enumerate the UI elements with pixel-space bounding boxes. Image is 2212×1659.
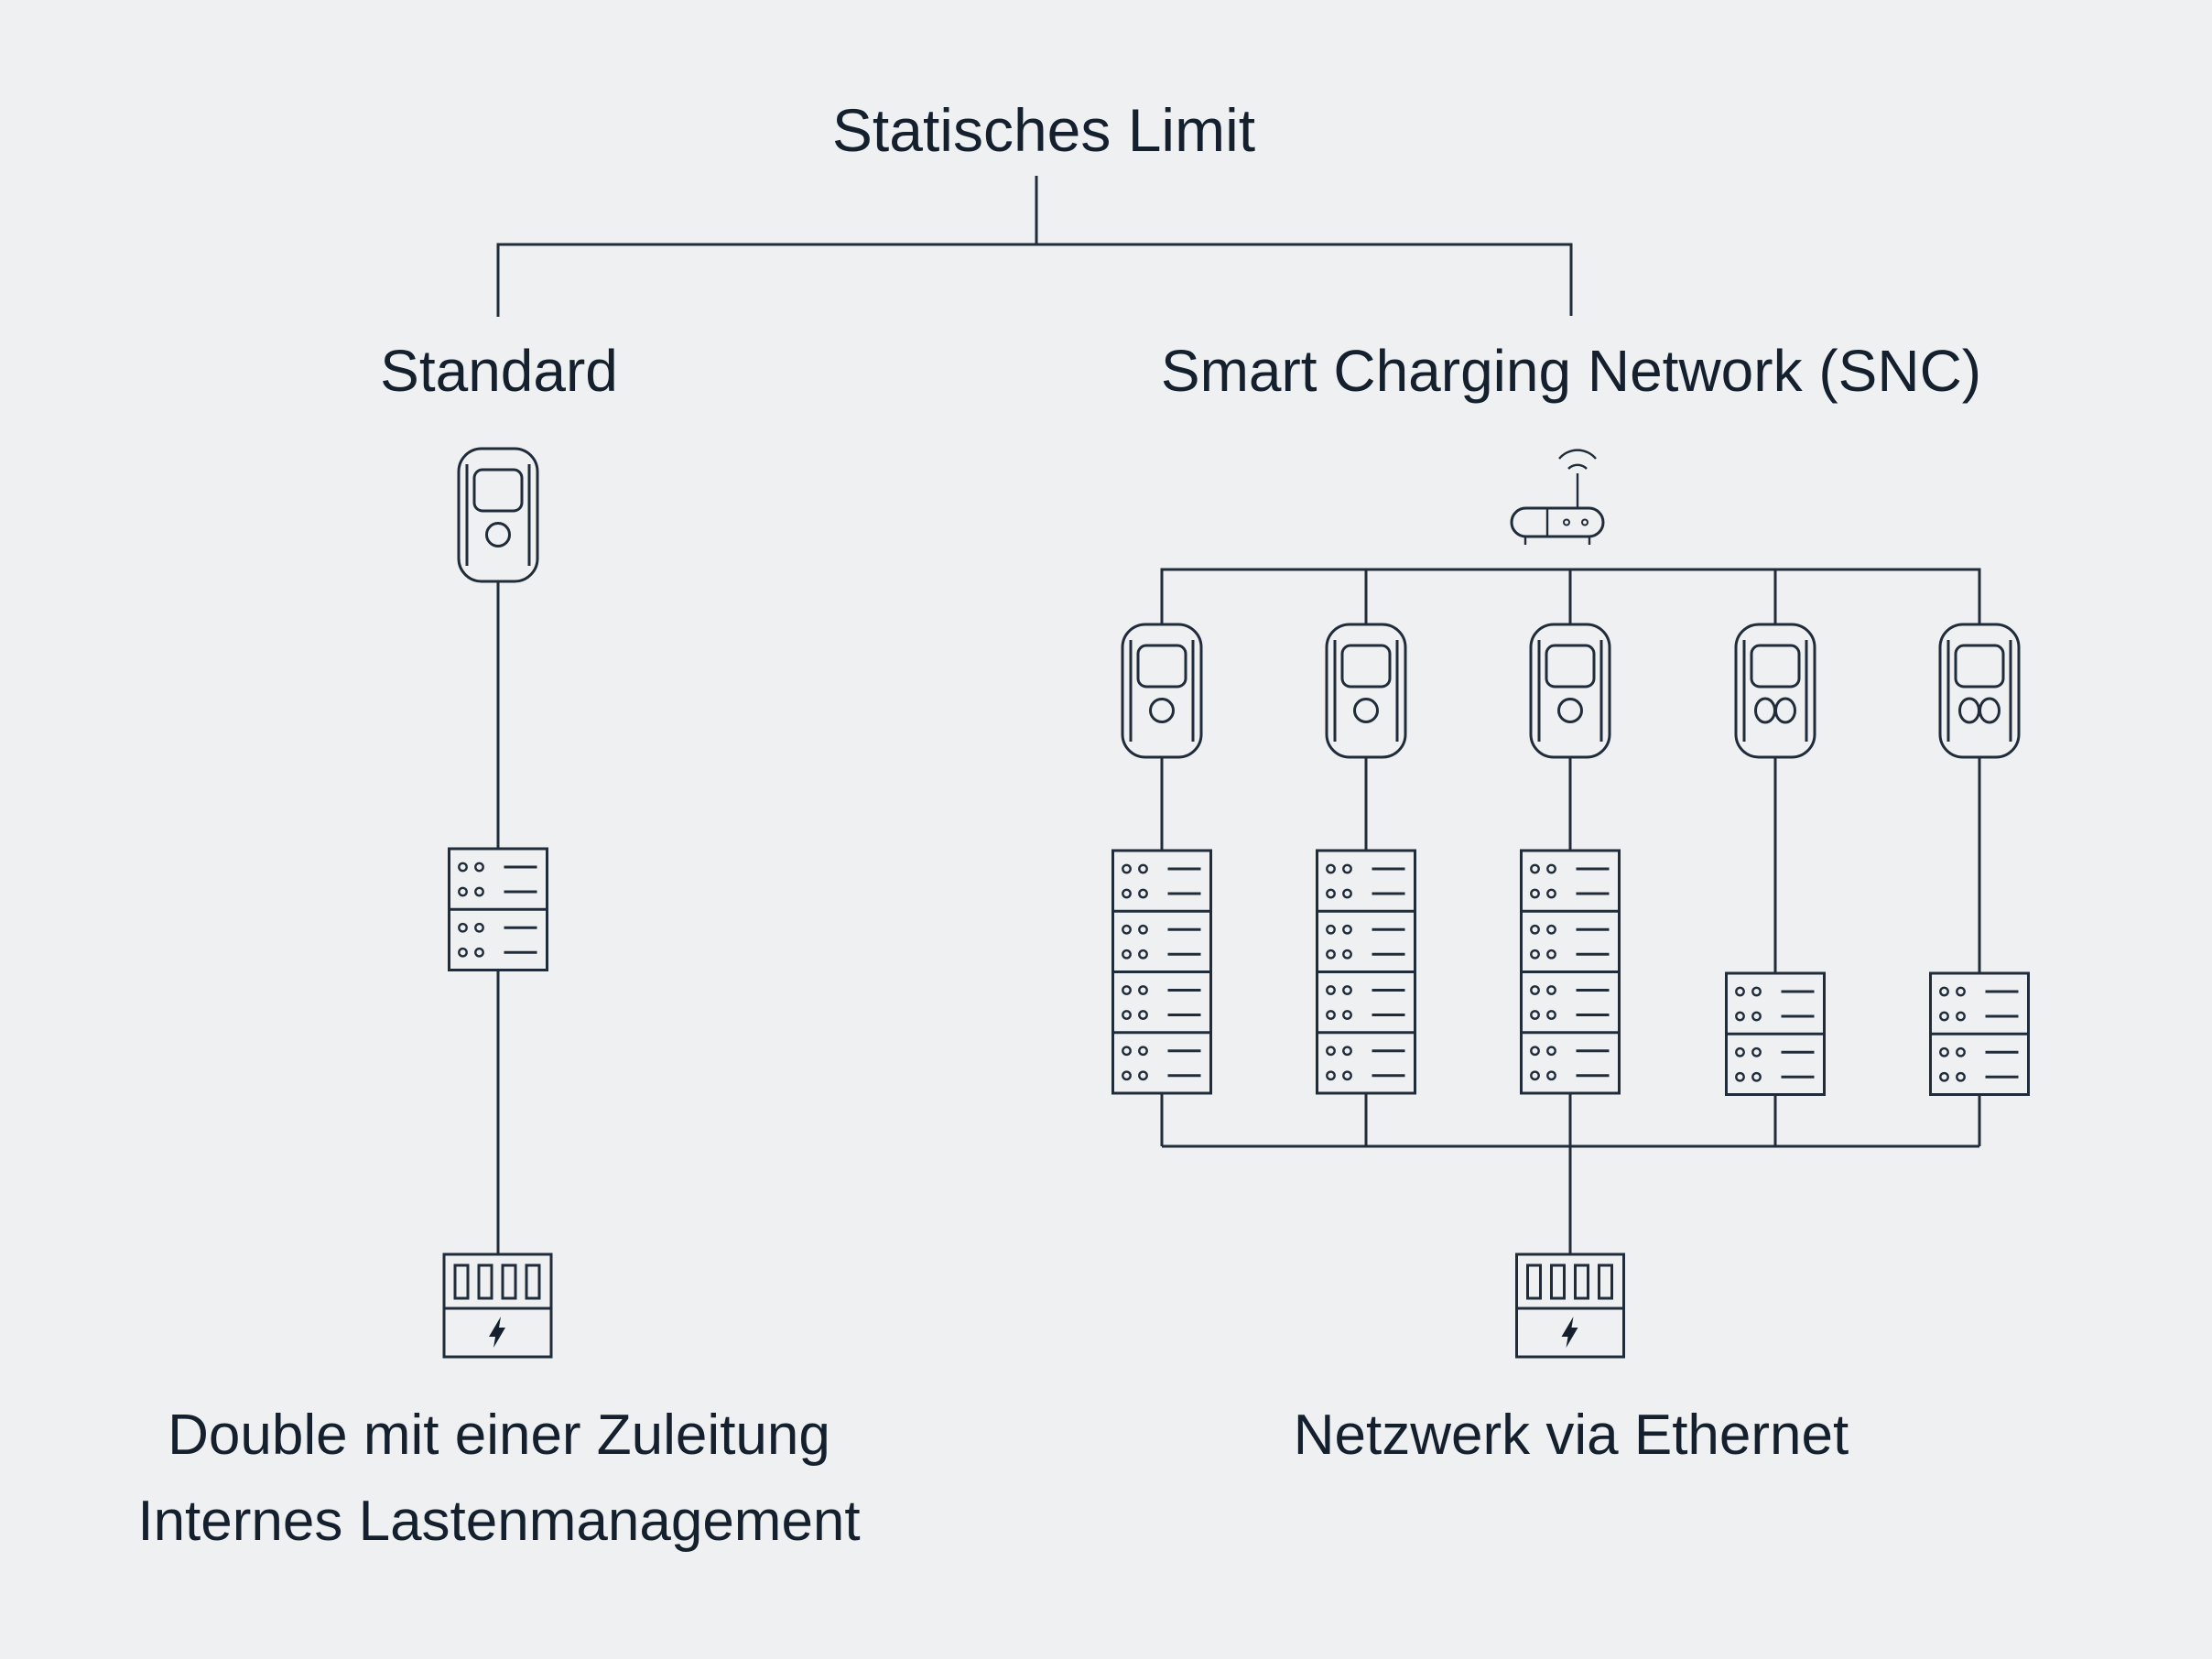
branch-snc-caption: Netzwerk via Ethernet	[1294, 1404, 1849, 1467]
meter-distribution-box-4-section-icon	[1113, 851, 1211, 1093]
cable-wallbox-to-meter	[1160, 757, 1981, 973]
meter-distribution-box-2-section-icon	[1931, 973, 2029, 1095]
meter-distribution-box-4-section-icon	[1317, 851, 1415, 1093]
branch-standard-label: Standard	[380, 338, 618, 404]
ethernet-bus-top	[1160, 568, 1981, 624]
ethernet-bus-bottom	[1160, 1093, 1981, 1254]
branch-snc-label: Smart Charging Network (SNC)	[1161, 338, 1981, 404]
diagram-title: Statisches Limit	[832, 96, 1255, 164]
router-body	[1510, 506, 1605, 538]
wallbox-single-button-icon	[457, 447, 539, 583]
wifi-arc-inner	[1567, 463, 1588, 470]
meter-distribution-box-icon	[450, 849, 548, 970]
wallbox-single-button-icon	[1121, 623, 1203, 759]
branch-connector-line	[496, 243, 1573, 317]
grid-connection-lightning-icon	[442, 1252, 553, 1359]
meter-distribution-box-4-section-icon	[1522, 851, 1620, 1093]
branch-standard: Standard Double mit einer Zuleitung Inte…	[137, 338, 860, 1553]
wallbox-single-button-icon	[1325, 623, 1407, 759]
branch-standard-caption-line2: Internes Lastenmanagement	[137, 1490, 860, 1553]
wifi-router-icon	[1510, 449, 1605, 545]
branch-snc: Smart Charging Network (SNC)	[1113, 338, 2029, 1467]
wifi-arc-outer	[1558, 449, 1597, 460]
wallbox-single-button-icon	[1529, 623, 1611, 759]
branch-standard-caption-line1: Double mit einer Zuleitung	[168, 1404, 830, 1467]
wallbox-double-button-icon	[1734, 623, 1816, 759]
meter-distribution-box-2-section-icon	[1727, 973, 1825, 1095]
grid-connection-lightning-icon	[1515, 1252, 1625, 1359]
wallbox-double-button-icon	[1938, 623, 2021, 759]
